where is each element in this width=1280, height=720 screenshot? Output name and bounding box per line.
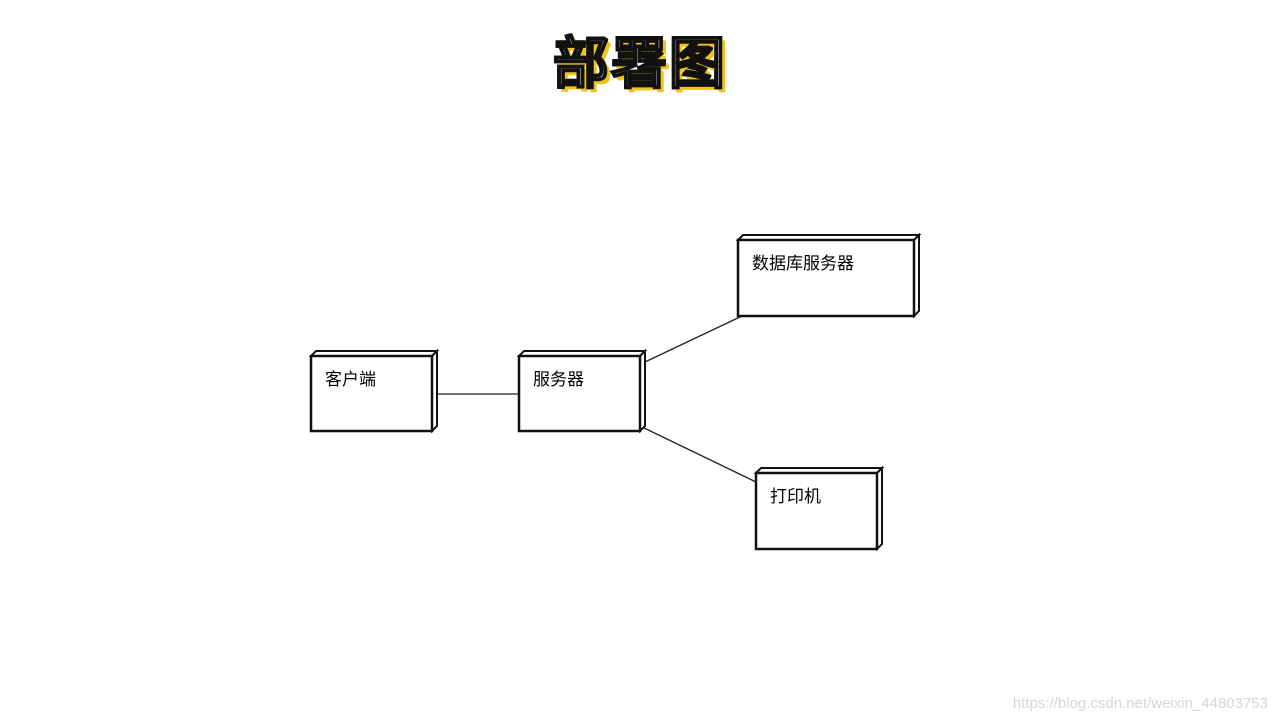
link-server-printer: [639, 425, 757, 483]
link-server-dbserver: [644, 315, 743, 363]
page-title: 部署图: [552, 31, 727, 98]
watermark: https://blog.csdn.net/weixin_44803753: [1012, 695, 1268, 712]
node-client: 客户端: [308, 348, 440, 434]
node-printer-label: 打印机: [770, 487, 821, 507]
node-printer: 打印机: [753, 465, 885, 552]
node-db-server-label: 数据库服务器: [752, 254, 854, 274]
node-server-label: 服务器: [533, 370, 584, 390]
node-client-label: 客户端: [325, 370, 376, 390]
node-server: 服务器: [516, 348, 648, 434]
node-db-server: 数据库服务器: [735, 232, 922, 319]
